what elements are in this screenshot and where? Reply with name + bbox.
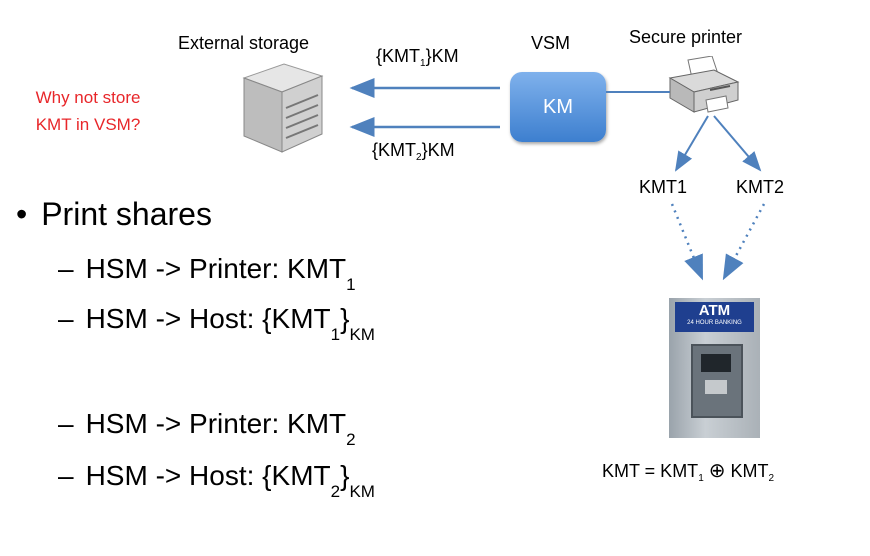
atm-keypad [705, 380, 727, 394]
xor-formula: KMT = KMT1 ⊕ KMT2 [602, 460, 775, 484]
external-storage-label: External storage [178, 33, 310, 53]
bullet-dot: • [16, 196, 28, 232]
secure-printer-label: Secure printer [629, 27, 743, 47]
km-box: KM [510, 72, 606, 142]
printer-icon [668, 56, 740, 113]
arrow-printer-to-kmt2 [713, 115, 762, 172]
atm-sign: ATM 24 HOUR BANKING [675, 302, 754, 332]
atm-screen [701, 354, 731, 372]
sub-bullet-1: –HSM -> Printer: KMT1 [58, 253, 356, 294]
question-line-2: KMT in VSM? [35, 115, 141, 134]
sub-bullet-2: –HSM -> Host: {KMT1}KM [58, 303, 375, 344]
sub-bullet-3: –HSM -> Printer: KMT2 [58, 408, 356, 449]
question-line-1: Why not store [35, 88, 141, 107]
kmt1-label: KMT1 [639, 177, 688, 197]
main-bullet-text: Print shares [41, 196, 212, 232]
arrow-label-kmt1: {KMT1}KM [376, 46, 459, 69]
arrow-printer-to-kmt1 [674, 115, 709, 172]
atm-image: ATM 24 HOUR BANKING [669, 298, 760, 438]
question-note: Why not store KMT in VSM? [18, 84, 158, 138]
kmt2-label: KMT2 [736, 177, 785, 197]
dotted-kmt2-to-atm [722, 203, 766, 281]
server-icon [242, 63, 324, 153]
dotted-kmt1-to-atm [670, 203, 704, 281]
vsm-label: VSM [531, 33, 571, 53]
arrow-label-kmt2: {KMT2}KM [372, 140, 455, 163]
atm-machine [691, 344, 743, 418]
main-bullet: • Print shares [16, 196, 212, 233]
sub-bullet-4: –HSM -> Host: {KMT2}KM [58, 460, 375, 501]
